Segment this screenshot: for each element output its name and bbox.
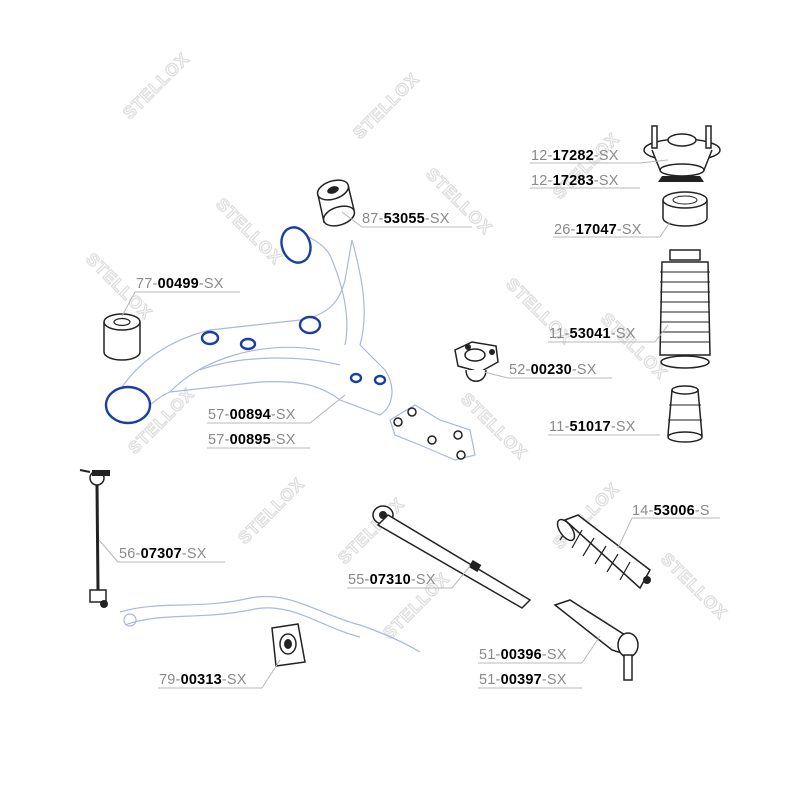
part-number-label[interactable]: 57-00894-SX bbox=[208, 407, 296, 423]
part-number-label[interactable]: 51-00396-SX bbox=[479, 647, 567, 663]
top-bushing-illustration bbox=[316, 179, 356, 227]
watermark-text: STELLOX bbox=[349, 69, 423, 143]
part-number-label[interactable]: 52-00230-SX bbox=[509, 362, 597, 378]
watermark-text: STELLOX bbox=[212, 194, 286, 268]
part-labels: 12-17282-SX 12-17283-SX 26-17047-SX 87-5… bbox=[119, 148, 710, 688]
ball-joint-illustration bbox=[454, 341, 499, 382]
part-number-label[interactable]: 14-53006-S bbox=[632, 503, 710, 519]
stabilizer-link-illustration bbox=[79, 469, 110, 608]
part-number-label[interactable]: 26-17047-SX bbox=[554, 222, 642, 238]
part-number-label[interactable]: 11-53041-SX bbox=[549, 326, 636, 342]
stabilizer-bar-illustration bbox=[119, 595, 421, 653]
watermark-text: STELLOX bbox=[119, 49, 193, 123]
watermark-text: STELLOX bbox=[457, 389, 531, 463]
part-number-label[interactable]: 12-17283-SX bbox=[531, 173, 619, 189]
watermark-text: STELLOX bbox=[657, 549, 731, 623]
watermark-text: STELLOX bbox=[234, 474, 308, 548]
dust-boot-illustration bbox=[659, 249, 711, 369]
leader-lines bbox=[98, 159, 720, 689]
rear-bushing-illustration bbox=[103, 313, 141, 361]
strut-bearing-illustration bbox=[662, 191, 708, 227]
steering-boot-illustration bbox=[556, 514, 651, 590]
tie-rod-illustration bbox=[372, 505, 532, 609]
control-arm-illustration bbox=[104, 226, 393, 425]
strut-mount-illustration bbox=[643, 125, 721, 182]
part-number-label[interactable]: 12-17282-SX bbox=[531, 148, 619, 164]
watermark-text: STELLOX bbox=[549, 129, 623, 203]
part-number-label[interactable]: 11-51017-SX bbox=[549, 419, 636, 435]
stabilizer-bushing-illustration bbox=[271, 623, 306, 667]
part-number-label[interactable]: 55-07310-SX bbox=[348, 572, 436, 588]
tie-rod-end-illustration bbox=[553, 599, 639, 681]
bump-stop-illustration bbox=[667, 385, 703, 443]
part-number-label[interactable]: 79-00313-SX bbox=[159, 672, 247, 688]
part-number-label[interactable]: 77-00499-SX bbox=[136, 276, 224, 292]
bracket-plate-illustration bbox=[389, 404, 476, 461]
part-number-label[interactable]: 56-07307-SX bbox=[119, 546, 207, 562]
part-number-label[interactable]: 51-00397-SX bbox=[479, 672, 567, 688]
part-number-label[interactable]: 57-00895-SX bbox=[208, 432, 296, 448]
part-number-label[interactable]: 87-53055-SX bbox=[362, 211, 450, 227]
